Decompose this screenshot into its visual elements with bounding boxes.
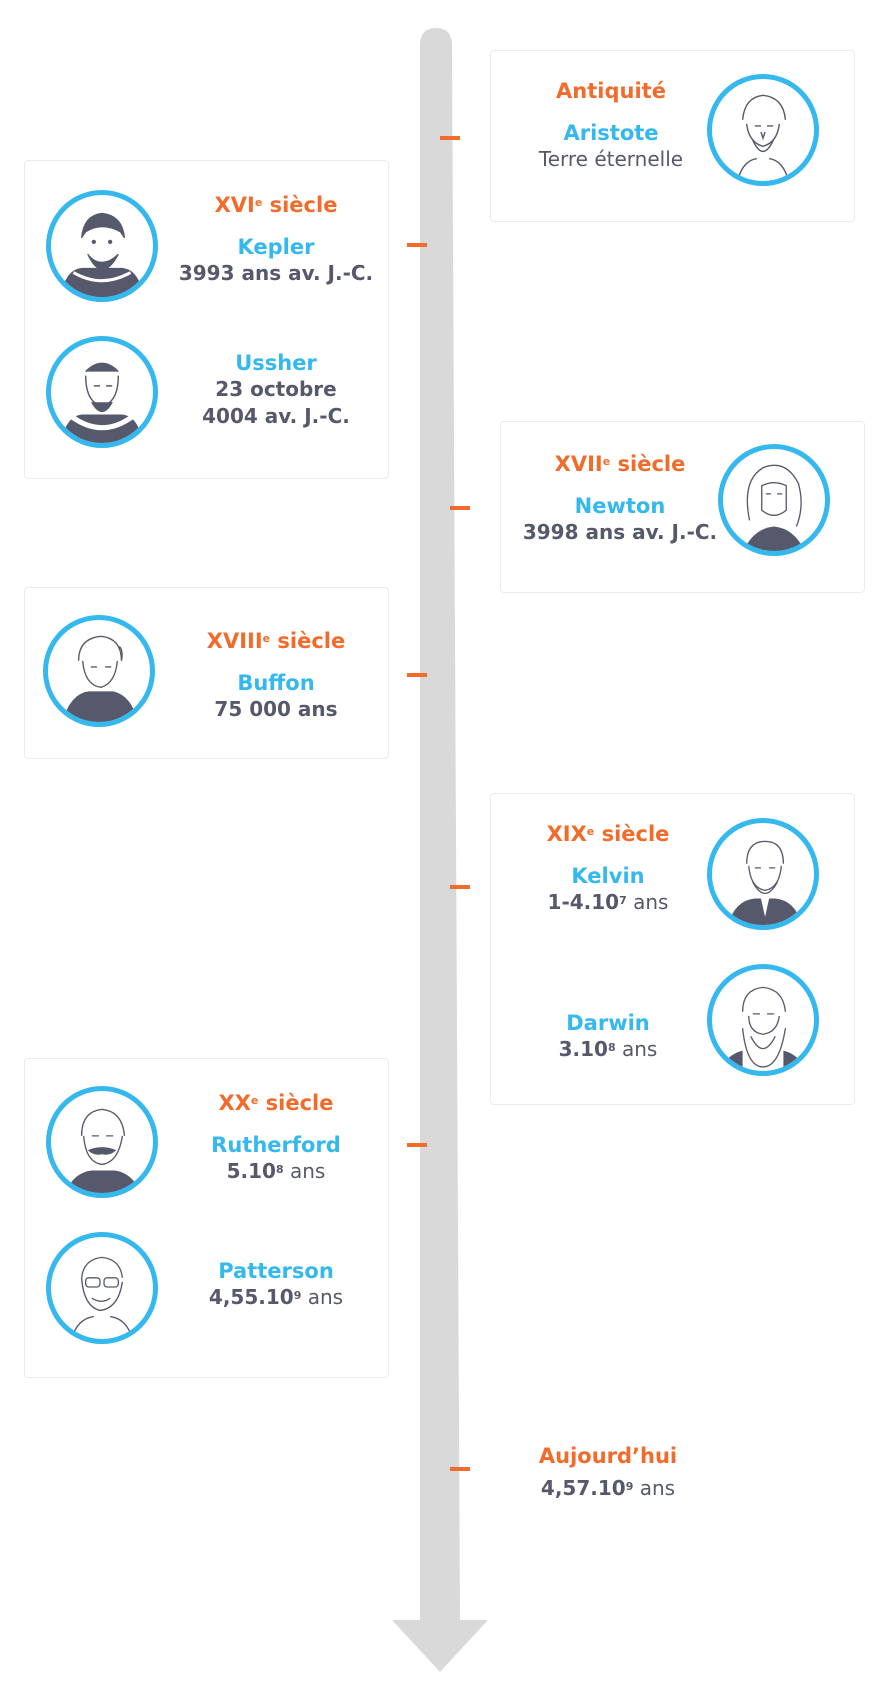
person-value-line1: 23 octobre xyxy=(215,377,337,401)
person-value: Terre éternelle xyxy=(538,147,684,171)
kepler-portrait xyxy=(46,190,158,302)
person-value: 4,55.109 ans xyxy=(208,1285,344,1309)
era-label: XIXe siècle xyxy=(546,822,670,846)
person-value-line2: 4004 av. J.-C. xyxy=(202,404,350,428)
person-name: Patterson xyxy=(218,1259,334,1283)
person-name: Darwin xyxy=(566,1011,650,1035)
tick-xvii xyxy=(450,506,470,510)
era-label: XVIe siècle xyxy=(214,193,338,217)
tick-xix xyxy=(450,885,470,889)
era-label: Aujourd’hui xyxy=(538,1444,678,1468)
aristote-portrait xyxy=(707,74,819,186)
tick-xvi xyxy=(407,243,427,247)
entry-newton: XVIIe siècle Newton 3998 ans av. J.-C. xyxy=(500,451,740,546)
entry-kepler: XVIe siècle Kepler 3993 ans av. J.-C. xyxy=(156,192,396,287)
person-value: 4,57.109 ans xyxy=(540,1476,676,1500)
entry-kelvin: XIXe siècle Kelvin 1-4.107 ans xyxy=(488,821,728,916)
rutherford-portrait xyxy=(46,1086,158,1198)
tick-aujourdhui xyxy=(450,1467,470,1471)
person-name: Kepler xyxy=(237,235,315,259)
entry-buffon: XVIIIe siècle Buffon 75 000 ans xyxy=(156,628,396,723)
ussher-portrait xyxy=(46,336,158,448)
entry-patterson: Patterson 4,55.109 ans xyxy=(156,1258,396,1311)
patterson-portrait xyxy=(46,1232,158,1344)
person-name: Buffon xyxy=(237,671,315,695)
tick-antiquite xyxy=(440,136,460,140)
era-label: Antiquité xyxy=(556,79,666,103)
era-label: XXe siècle xyxy=(218,1091,334,1115)
timeline-arrow xyxy=(392,28,488,1672)
entry-antiquite: Antiquité Aristote Terre éternelle xyxy=(491,78,731,173)
era-label: XVIIIe siècle xyxy=(206,629,346,653)
person-value: 1-4.107 ans xyxy=(547,890,669,914)
buffon-portrait xyxy=(43,615,155,727)
person-name: Rutherford xyxy=(211,1133,341,1157)
darwin-portrait xyxy=(707,964,819,1076)
entry-darwin: Darwin 3.108 ans xyxy=(488,1010,728,1063)
person-value: 3993 ans av. J.-C. xyxy=(178,261,374,285)
person-name: Newton xyxy=(574,494,666,518)
entry-rutherford: XXe siècle Rutherford 5.108 ans xyxy=(156,1090,396,1185)
tick-xx xyxy=(407,1143,427,1147)
era-label: XVIIe siècle xyxy=(554,452,686,476)
entry-ussher: Ussher 23 octobre 4004 av. J.-C. xyxy=(156,350,396,430)
kelvin-portrait xyxy=(707,818,819,930)
person-name: Kelvin xyxy=(571,864,645,888)
entry-aujourdhui: Aujourd’hui 4,57.109 ans xyxy=(488,1443,728,1502)
person-value: 3.108 ans xyxy=(558,1037,658,1061)
tick-xviii xyxy=(407,673,427,677)
person-name: Aristote xyxy=(563,121,659,145)
person-name: Ussher xyxy=(235,351,317,375)
newton-portrait xyxy=(718,444,830,556)
person-value: 75 000 ans xyxy=(214,697,338,721)
person-value: 5.108 ans xyxy=(226,1159,326,1183)
person-value: 3998 ans av. J.-C. xyxy=(522,520,718,544)
